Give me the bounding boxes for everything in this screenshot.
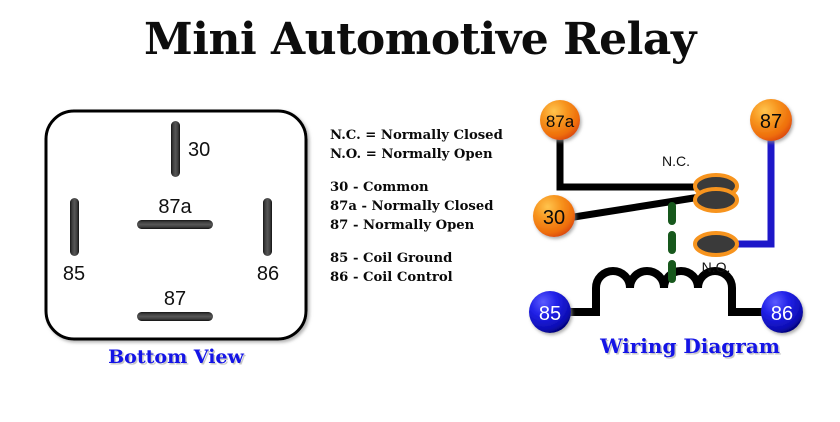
pin-86 bbox=[263, 198, 272, 256]
label-nc: N.C. bbox=[662, 153, 690, 169]
pin-87a-label: 87a bbox=[158, 196, 192, 218]
legend: N.C. = Normally Closed N.O. = Normally O… bbox=[330, 126, 535, 287]
contact-no bbox=[693, 231, 739, 257]
pin-87 bbox=[137, 312, 213, 321]
pin-87-label: 87 bbox=[164, 288, 186, 310]
terminal-85-label: 85 bbox=[539, 303, 561, 325]
terminal-86[interactable] bbox=[761, 291, 803, 333]
legend-group-abbreviations: N.C. = Normally Closed N.O. = Normally O… bbox=[330, 126, 535, 164]
wire-30-armature bbox=[570, 193, 704, 221]
page-title: Mini Automotive Relay bbox=[144, 14, 696, 65]
terminal-87-label: 87 bbox=[760, 111, 782, 133]
wiring-diagram: N.C. N.O. 87a 87 30 85 86 bbox=[528, 96, 828, 376]
terminal-30-label: 30 bbox=[543, 207, 565, 229]
bottom-view-diagram: 30 87a 85 86 87 bbox=[20, 100, 330, 380]
legend-line: 86 - Coil Control bbox=[330, 270, 453, 285]
terminal-87[interactable] bbox=[750, 99, 792, 141]
terminal-86-label: 86 bbox=[771, 303, 793, 325]
legend-line: 30 - Common bbox=[330, 180, 429, 195]
coil-winding bbox=[566, 267, 766, 316]
bottom-view-caption: Bottom View bbox=[108, 346, 244, 368]
pin-85-label: 85 bbox=[63, 263, 85, 285]
terminal-87a[interactable] bbox=[540, 100, 580, 140]
terminal-85[interactable] bbox=[529, 291, 571, 333]
legend-line: N.C. = Normally Closed bbox=[330, 128, 503, 143]
label-no: N.O. bbox=[702, 259, 731, 275]
pin-30 bbox=[171, 121, 180, 177]
pin-30-label: 30 bbox=[188, 139, 210, 161]
wire-87a-to-nc-contact bbox=[556, 132, 706, 191]
terminal-30[interactable] bbox=[533, 195, 575, 237]
terminal-87a-label: 87a bbox=[546, 112, 575, 131]
pin-86-label: 86 bbox=[257, 263, 279, 285]
legend-line: 85 - Coil Ground bbox=[330, 251, 453, 266]
legend-line: 87a - Normally Closed bbox=[330, 199, 494, 214]
pin-85 bbox=[70, 198, 79, 256]
legend-line: 87 - Normally Open bbox=[330, 218, 475, 233]
legend-group-coil: 85 - Coil Ground 86 - Coil Control bbox=[330, 249, 535, 287]
contact-common bbox=[693, 187, 739, 213]
pin-87a bbox=[137, 220, 213, 229]
wiring-diagram-caption: Wiring Diagram bbox=[600, 334, 780, 358]
legend-line: N.O. = Normally Open bbox=[330, 147, 493, 162]
legend-group-contacts: 30 - Common 87a - Normally Closed 87 - N… bbox=[330, 178, 535, 235]
